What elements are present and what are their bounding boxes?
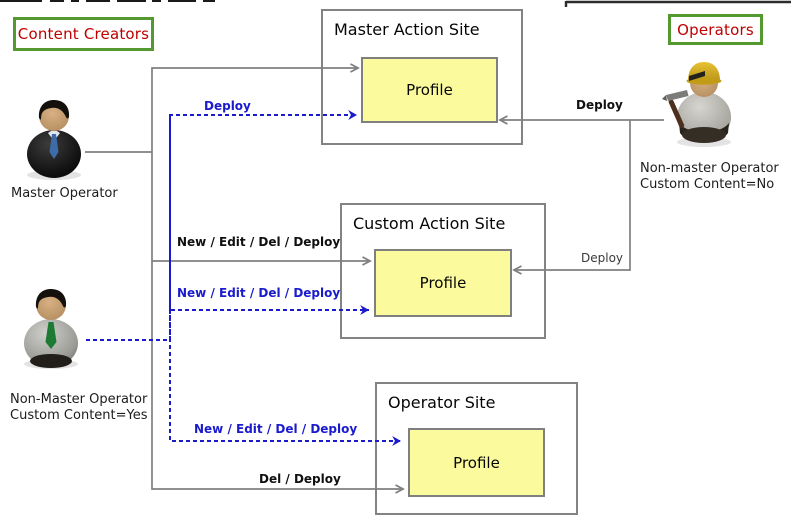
non-master-creator-label-line1: Non-Master Operator <box>10 392 148 407</box>
new-edit-del-deploy-solid-label: New / Edit / Del / Deploy <box>177 235 341 249</box>
operator-site-box: Operator Site Profile <box>375 382 578 515</box>
new-edit-del-deploy-dashed-custom-label: New / Edit / Del / Deploy <box>177 286 341 300</box>
master-action-site-box: Master Action Site Profile <box>321 9 523 145</box>
arrow-dashed-to-master-profile <box>169 110 357 340</box>
content-creators-badge: Content Creators <box>13 17 154 51</box>
custom-profile-box: Profile <box>374 249 512 317</box>
custom-action-site-title: Custom Action Site <box>353 214 506 233</box>
deploy-dashed-master-label: Deploy <box>204 99 251 113</box>
non-master-operator-label-line1: Non-master Operator <box>640 161 779 176</box>
del-deploy-solid-label: Del / Deploy <box>259 472 341 486</box>
construction-worker-icon <box>662 62 731 147</box>
master-action-site-title: Master Action Site <box>334 20 480 39</box>
deploy-right-custom-label: Deploy <box>581 251 624 265</box>
business-person-icon <box>27 100 81 180</box>
new-edit-del-deploy-dashed-operator-label: New / Edit / Del / Deploy <box>194 422 358 436</box>
operator-site-title: Operator Site <box>388 393 496 412</box>
custom-action-site-box: Custom Action Site Profile <box>340 203 546 339</box>
non-master-creator-label-line2: Custom Content=Yes <box>10 408 148 423</box>
operator-profile-box: Profile <box>408 428 545 497</box>
non-master-creator-label: Non-Master Operator Custom Content=Yes <box>10 392 148 424</box>
non-master-operator-label-line2: Custom Content=No <box>640 177 775 192</box>
office-person-icon <box>24 289 78 369</box>
top-edge-crop-artifact-right <box>564 0 791 7</box>
master-profile-box: Profile <box>361 57 498 123</box>
master-operator-label: Master Operator <box>11 186 118 201</box>
operators-badge: Operators <box>668 14 763 45</box>
non-master-operator-label: Non-master Operator Custom Content=No <box>640 161 779 193</box>
deploy-right-master-label: Deploy <box>576 98 623 112</box>
